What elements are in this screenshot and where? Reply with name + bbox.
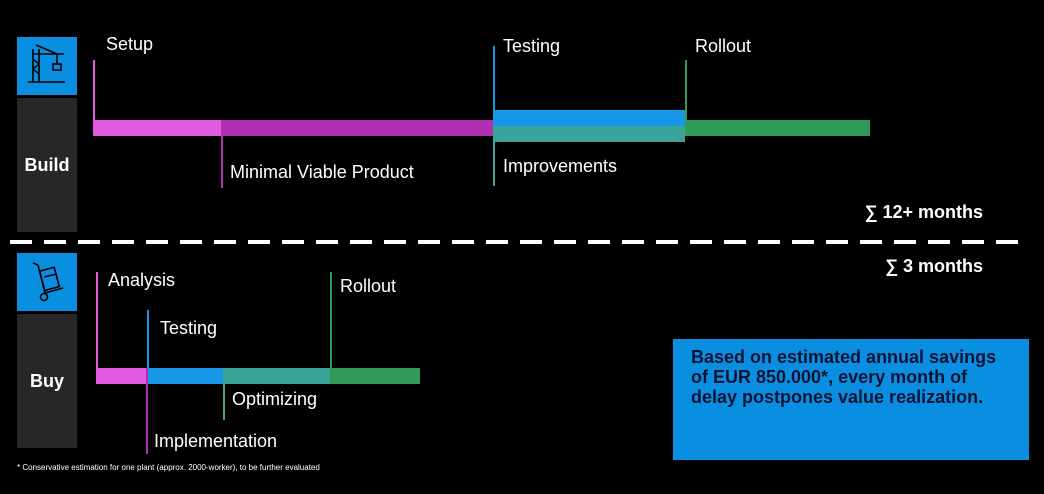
build-row-label: Build (17, 98, 77, 232)
build-label-improvements: Improvements (503, 156, 618, 176)
buy-tick-rollout (330, 272, 332, 384)
savings-note: Based on estimated annual savings of EUR… (673, 339, 1029, 460)
build-label-testing: Testing (503, 36, 561, 56)
section-divider (10, 240, 1020, 244)
buy-label-testing: Testing (160, 318, 218, 338)
buy-tick-analysis (96, 272, 98, 384)
buy-tick-optimizing (223, 368, 225, 420)
footnote: * Conservative estimation for one plant … (17, 463, 320, 472)
build-tick-mvp (221, 120, 223, 188)
build-bar-rollout (687, 120, 870, 136)
hand-truck-icon (32, 262, 64, 302)
build-label-rollout: Rollout (695, 36, 752, 56)
build-tick-setup (93, 60, 95, 136)
build-bar-improvements (494, 126, 685, 142)
buy-row-label: Buy (17, 314, 77, 448)
buy-bar-rollout (331, 368, 420, 384)
crane-icon (28, 44, 65, 83)
buy-bar-optimizing (224, 368, 331, 384)
build-bar-testing (494, 110, 685, 126)
build-tick-improvements (493, 126, 495, 186)
build-label-setup: Setup (106, 34, 154, 54)
build-bar-setup (95, 120, 222, 136)
build-icon-tile (17, 37, 77, 95)
buy-icon-tile (17, 253, 77, 311)
buy-label-optimizing: Optimizing (232, 389, 318, 409)
buy-total: ∑ 3 months (885, 256, 983, 276)
buy-bar-testing (148, 368, 224, 384)
build-total: ∑ 12+ months (864, 202, 983, 222)
buy-label-analysis: Analysis (108, 270, 176, 290)
buy-label-rollout: Rollout (340, 276, 397, 296)
buy-tick-testing (147, 310, 149, 384)
build-bar-mvp (222, 120, 494, 136)
buy-bar-analysis (98, 368, 148, 384)
build-tick-rollout (685, 60, 687, 136)
build-label-mvp: Minimal Viable Product (230, 162, 414, 182)
buy-label-implementation: Implementation (154, 431, 278, 451)
build-tick-testing (493, 46, 495, 126)
buy-tick-implementation (146, 368, 148, 454)
